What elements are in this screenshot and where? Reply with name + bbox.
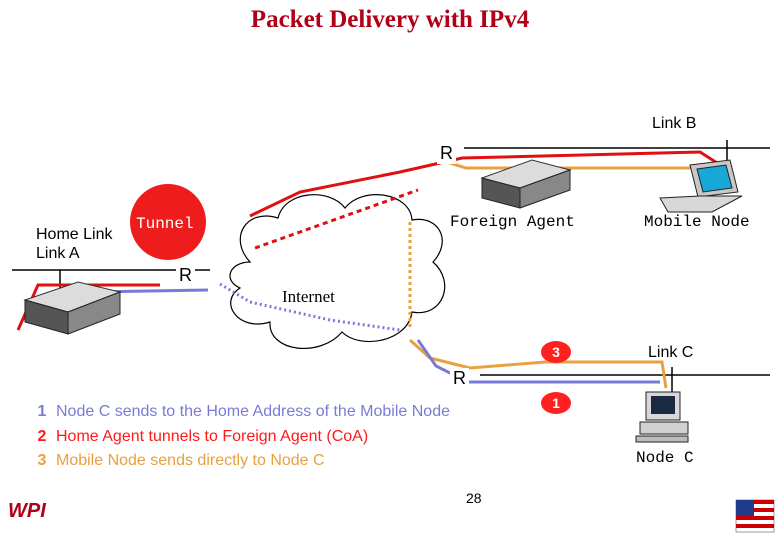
legend-text: Home Agent tunnels to Foreign Agent (CoA… [56, 428, 369, 445]
step-badge-lower: 1 [541, 392, 571, 414]
tunnel-path [254, 188, 419, 250]
legend-item-1: 1 Node C sends to the Home Address of the… [34, 403, 450, 421]
legend-number: 3 [37, 452, 47, 469]
link-b-label: Link B [652, 115, 697, 132]
link-a-label: Link A [36, 245, 80, 262]
page-title: Packet Delivery with IPv4 [250, 6, 530, 33]
legend-item-2: 2 Home Agent tunnels to Foreign Agent (Co… [34, 428, 369, 446]
router-left-label: R [176, 265, 195, 286]
legend-number: 2 [37, 428, 47, 445]
us-flag-icon [735, 499, 775, 533]
wpi-logo: WPI [8, 500, 46, 522]
node-c-label: Node C [636, 449, 694, 467]
node-c-computer-icon [635, 391, 689, 443]
home-agent-router-icon [23, 281, 122, 335]
legend-text: Mobile Node sends directly to Node C [56, 452, 325, 469]
page-number: 28 [466, 490, 482, 506]
red-path-top [249, 150, 726, 218]
tunnel-bubble [130, 184, 206, 260]
link-c-label: Link C [648, 344, 694, 361]
internet-label: Internet [282, 287, 335, 306]
foreign-agent-router-icon [480, 159, 572, 209]
mobile-node-laptop-icon [659, 159, 743, 213]
legend-number: 1 [37, 403, 47, 420]
internet-cloud [229, 194, 446, 349]
router-top-label: R [437, 143, 456, 164]
tunnel-label: Tunnel [136, 215, 194, 233]
step-badge-upper: 3 [541, 341, 571, 363]
foreign-agent-label: Foreign Agent [450, 213, 575, 231]
legend-item-3: 3 Mobile Node sends directly to Node C [34, 452, 325, 470]
router-bottom-label: R [450, 368, 469, 389]
legend-text: Node C sends to the Home Address of the … [56, 403, 450, 420]
home-link-label: Home Link [36, 226, 113, 243]
mobile-node-label: Mobile Node [644, 213, 750, 231]
blue-path-dotted [219, 282, 401, 332]
